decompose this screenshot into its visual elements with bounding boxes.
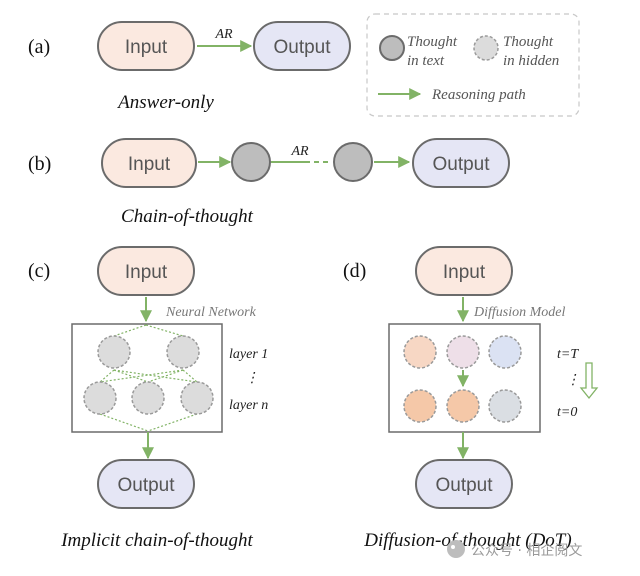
- panel-b-thought-1: [231, 142, 271, 182]
- panel-c-input-node: [97, 246, 195, 296]
- panel-a-output-node: [253, 21, 351, 71]
- panel-b-input-text: Input: [128, 154, 171, 175]
- panel-b: (b) Input AR Output Chain-of-thought: [28, 138, 510, 227]
- panel-d-t-dots: ⋮: [566, 373, 580, 388]
- panel-d-caption: Diffusion-of-thought (DoT): [363, 530, 571, 551]
- panel-a-label: (a): [28, 36, 50, 58]
- panel-d: (d) Input Diffusion Model t=T ⋮ t=0 Outp…: [343, 246, 599, 551]
- watermark-logo-icon: [447, 540, 465, 558]
- panel-c-layer-n: layer n: [229, 398, 268, 413]
- panel-d-hidden-node-6: [488, 389, 522, 423]
- panel-d-model-label: Diffusion Model: [473, 305, 565, 320]
- panel-b-input-node: [101, 138, 197, 188]
- panel-b-label: (b): [28, 153, 51, 175]
- panel-a-input-node: [97, 21, 195, 71]
- watermark-text: 公众号 · 相企阅文: [471, 542, 582, 559]
- panel-b-ar-label: AR: [290, 144, 309, 159]
- panel-d-hidden-node-3: [488, 335, 522, 369]
- panel-d-hidden-node-4: [403, 389, 437, 423]
- panel-c-output-text: Output: [117, 475, 175, 496]
- panel-c-hidden-node-2: [166, 335, 200, 369]
- panel-a: (a) Input AR Output Answer-only: [28, 21, 351, 113]
- legend-thought-hidden-icon: [473, 35, 499, 61]
- legend-thought-text-icon: [379, 35, 405, 61]
- panel-d-input-text: Input: [443, 262, 486, 283]
- panel-a-caption: Answer-only: [116, 92, 214, 113]
- panel-c-network-box: [71, 323, 223, 433]
- panel-d-output-node: [415, 459, 513, 509]
- panel-c: (c) Input Neural Network layer 1 ⋮ layer…: [28, 246, 268, 551]
- panel-a-ar-label: AR: [214, 27, 233, 42]
- legend-thought-text-line1: Thought: [407, 34, 458, 50]
- panel-b-output-node: [412, 138, 510, 188]
- watermark: 公众号 · 相企阅文: [447, 540, 582, 559]
- panel-c-connections: [99, 324, 198, 432]
- legend-thought-text-line2: in text: [407, 53, 445, 69]
- panel-d-t-end: t=0: [557, 405, 577, 420]
- panel-d-label: (d): [343, 260, 366, 282]
- panel-d-hidden-node-2: [446, 335, 480, 369]
- panel-c-label: (c): [28, 260, 50, 282]
- panel-c-hidden-node-4: [131, 381, 165, 415]
- panel-b-thought-2: [333, 142, 373, 182]
- panel-d-time-arrow: [579, 362, 599, 400]
- panel-a-input-text: Input: [125, 37, 168, 58]
- panel-d-input-node: [415, 246, 513, 296]
- panel-c-input-text: Input: [125, 262, 168, 283]
- panel-c-hidden-node-3: [83, 381, 117, 415]
- panel-b-output-text: Output: [432, 154, 490, 175]
- legend-thought-hidden-line2: in hidden: [503, 53, 559, 69]
- panel-c-caption: Implicit chain-of-thought: [60, 530, 253, 551]
- panel-c-layer-1: layer 1: [229, 347, 268, 362]
- legend: Thought in text Thought in hidden Reason…: [366, 13, 580, 117]
- legend-thought-hidden-line1: Thought: [503, 34, 554, 50]
- panel-c-layer-dots: ⋮: [245, 371, 259, 386]
- panel-b-caption: Chain-of-thought: [121, 206, 254, 227]
- panel-a-output-text: Output: [273, 37, 331, 58]
- panel-d-t-start: t=T: [557, 347, 579, 362]
- panel-d-hidden-node-5: [446, 389, 480, 423]
- panel-c-hidden-node-1: [97, 335, 131, 369]
- panel-c-hidden-node-5: [180, 381, 214, 415]
- panel-d-output-text: Output: [435, 475, 493, 496]
- panel-c-output-node: [97, 459, 195, 509]
- legend-reasoning-path: Reasoning path: [431, 87, 526, 103]
- watermark-logo-eye-icon: [451, 545, 455, 549]
- panel-c-model-label: Neural Network: [165, 305, 257, 320]
- panel-d-hidden-node-1: [403, 335, 437, 369]
